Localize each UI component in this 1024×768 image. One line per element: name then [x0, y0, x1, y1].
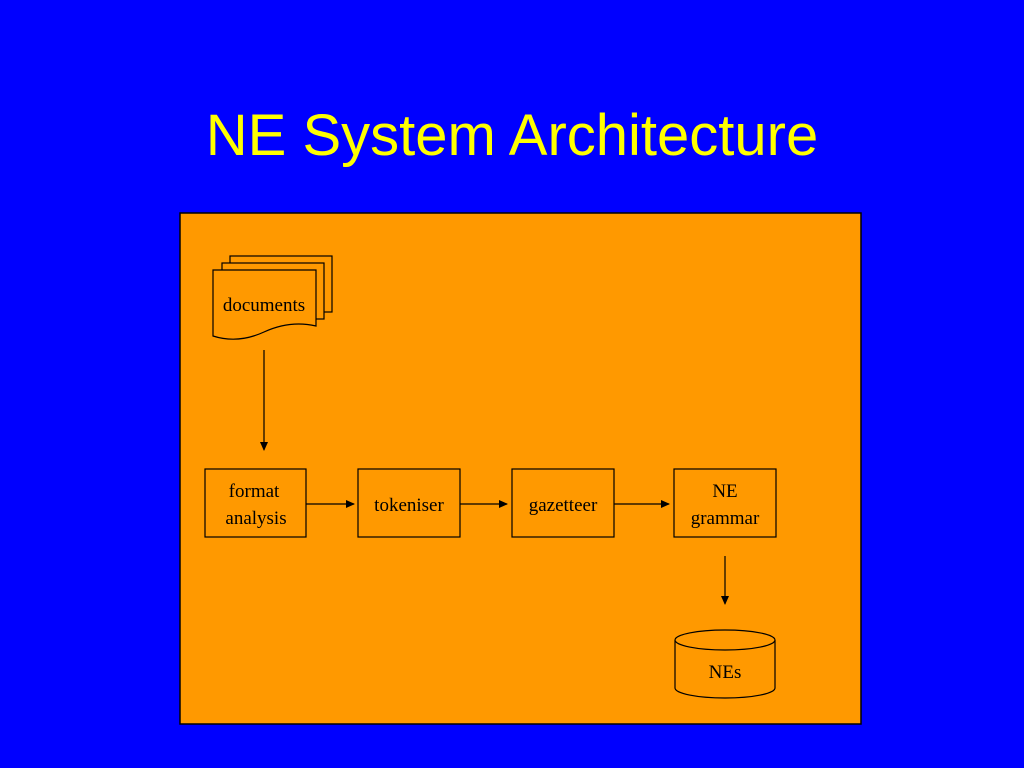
tokeniser-box: [357, 468, 461, 538]
gazetteer-box: [511, 468, 615, 538]
format-analysis-box: [204, 468, 307, 538]
ne-grammar-box: [673, 468, 777, 538]
gazetteer-label: gazetteer: [529, 495, 598, 516]
format-analysis-node: format analysis: [204, 468, 307, 538]
ne-grammar-label-line2: grammar: [691, 508, 760, 529]
document-sheet-front: [212, 269, 317, 340]
format-analysis-label-line1: format: [229, 481, 280, 502]
slide-title: NE System Architecture: [205, 103, 819, 168]
ne-grammar-label-line1: NE: [712, 481, 737, 502]
documents-node: documents: [212, 255, 333, 340]
nes-database-node: NEs: [674, 629, 776, 699]
ne-grammar-node: NE grammar: [673, 468, 777, 538]
nes-cylinder-top: [674, 629, 776, 651]
documents-label: documents: [223, 295, 305, 316]
tokeniser-label: tokeniser: [374, 495, 444, 516]
nes-cylinder-body: [674, 640, 776, 699]
format-analysis-label-line2: analysis: [225, 508, 286, 529]
nes-label: NEs: [709, 662, 742, 683]
tokeniser-node: tokeniser: [357, 468, 461, 538]
gazetteer-node: gazetteer: [511, 468, 615, 538]
